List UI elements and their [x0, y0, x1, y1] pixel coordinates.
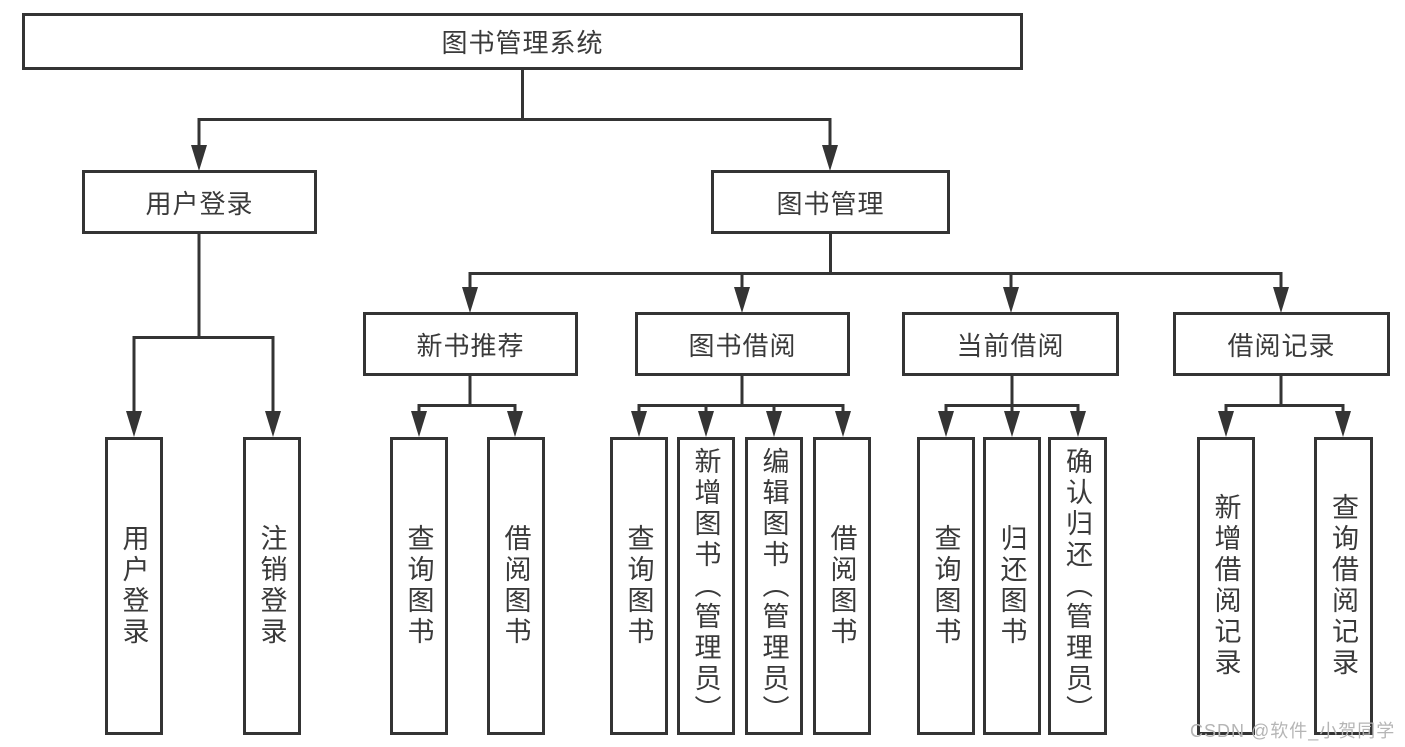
node-new-book-recommend: 新书推荐 [363, 312, 578, 376]
leaf-current-return-books: 归还图书 [983, 437, 1041, 735]
leaf-borrow-query-books-label: 查询图书 [623, 524, 654, 648]
leaf-user-login: 用户登录 [105, 437, 163, 735]
leaf-borrow-add-books-admin: 新增图书（管理员） [677, 437, 735, 735]
leaf-records-query-record: 查询借阅记录 [1314, 437, 1373, 735]
leaf-borrow-add-books-admin-label: 新增图书（管理员） [690, 446, 721, 726]
leaf-borrow-edit-books-admin: 编辑图书（管理员） [745, 437, 803, 735]
leaf-records-add-record: 新增借阅记录 [1197, 437, 1255, 735]
leaf-current-confirm-return-admin: 确认归还（管理员） [1048, 437, 1107, 735]
leaf-recommend-borrow-books-label: 借阅图书 [500, 524, 531, 648]
node-root-library-system: 图书管理系统 [22, 13, 1023, 70]
leaf-borrow-borrow-books-label: 借阅图书 [826, 524, 857, 648]
leaf-current-query-books: 查询图书 [917, 437, 975, 735]
leaf-current-return-books-label: 归还图书 [996, 524, 1027, 648]
leaf-current-query-books-label: 查询图书 [930, 524, 961, 648]
leaf-recommend-query-books: 查询图书 [390, 437, 448, 735]
leaf-records-query-record-label: 查询借阅记录 [1328, 493, 1358, 679]
leaf-logout-label: 注销登录 [256, 524, 287, 648]
node-book-borrow: 图书借阅 [635, 312, 850, 376]
node-borrow-records: 借阅记录 [1173, 312, 1390, 376]
csdn-watermark: CSDN @软件_小贺同学 [1190, 721, 1396, 741]
node-book-management: 图书管理 [711, 170, 950, 234]
leaf-borrow-borrow-books: 借阅图书 [813, 437, 871, 735]
leaf-records-add-record-label: 新增借阅记录 [1210, 493, 1241, 679]
leaf-recommend-borrow-books: 借阅图书 [487, 437, 545, 735]
node-current-borrow: 当前借阅 [902, 312, 1119, 376]
arrowheads [126, 145, 1351, 437]
node-user-login: 用户登录 [82, 170, 317, 234]
leaf-current-confirm-return-admin-label: 确认归还（管理员） [1062, 446, 1092, 726]
leaf-logout: 注销登录 [243, 437, 301, 735]
leaf-borrow-query-books: 查询图书 [610, 437, 668, 735]
leaf-borrow-edit-books-admin-label: 编辑图书（管理员） [758, 446, 789, 726]
leaf-recommend-query-books-label: 查询图书 [403, 524, 434, 648]
leaf-user-login-label: 用户登录 [118, 524, 149, 648]
